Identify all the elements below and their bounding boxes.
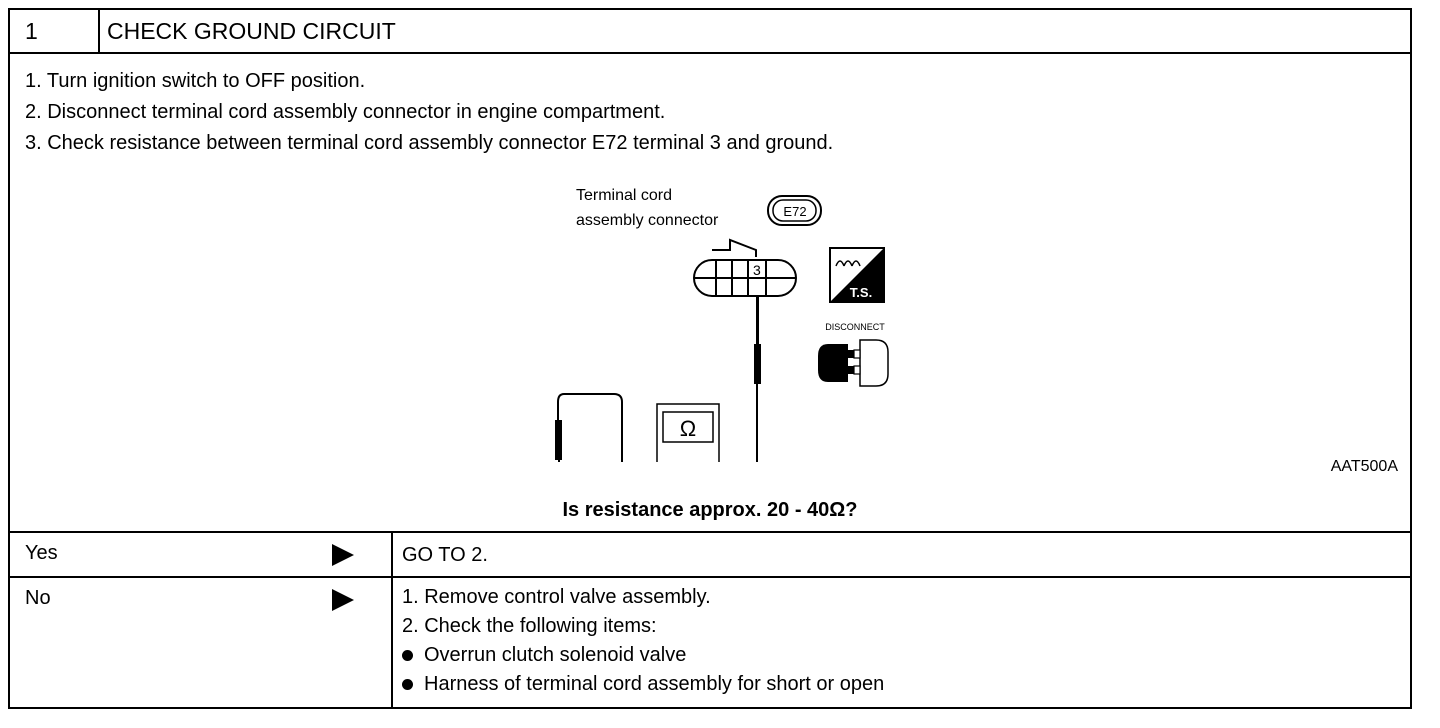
step-title: CHECK GROUND CIRCUIT: [107, 18, 396, 44]
instruction-item: 3. Check resistance between terminal cor…: [25, 132, 834, 154]
check-item: Harness of terminal cord assembly for sh…: [402, 670, 884, 699]
terminal-number: 3: [753, 262, 761, 278]
probe-right: [756, 296, 759, 346]
disconnect-label: DISCONNECT: [825, 322, 885, 332]
ts-icon: T.S.: [829, 247, 885, 303]
arrow-right-icon: [332, 544, 354, 566]
diagnostic-procedure-table: 1 CHECK GROUND CIRCUIT 1. Turn ignition …: [8, 8, 1412, 709]
step-header: 1 CHECK GROUND CIRCUIT: [10, 10, 1410, 54]
arrow-right-icon: [332, 589, 354, 611]
check-question: Is resistance approx. 20 - 40Ω?: [562, 499, 858, 521]
disconnect-icon: [818, 339, 889, 387]
instruction-item: 2. Disconnect terminal cord assembly con…: [25, 101, 666, 123]
step-number: 1: [10, 10, 100, 52]
result-actions-no: 1. Remove control valve assembly. 2. Che…: [402, 583, 884, 699]
ts-label: T.S.: [850, 285, 872, 300]
column-divider: [391, 578, 393, 709]
bullet-icon: [402, 649, 413, 661]
figure-id: AAT500A: [1330, 458, 1398, 475]
check-item: Overrun clutch solenoid valve: [402, 641, 884, 670]
result-label-yes: Yes: [25, 542, 58, 564]
probe-left: [555, 420, 562, 460]
result-row-no: No 1. Remove control valve assembly. 2. …: [10, 578, 1410, 709]
connector-diagram: Terminal cord assembly connector E72 3: [555, 187, 889, 462]
connector-label-line1: Terminal cord: [576, 187, 672, 204]
connector-code-badge: E72: [767, 195, 822, 226]
check-item-text: Harness of terminal cord assembly for sh…: [424, 673, 885, 695]
result-action-yes: GO TO 2.: [402, 544, 488, 566]
ohm-symbol: Ω: [680, 416, 696, 441]
action-step: 2. Check the following items:: [402, 615, 657, 637]
connector-icon: [693, 238, 797, 297]
result-row-yes: Yes GO TO 2.: [10, 533, 1410, 578]
check-item-list: Overrun clutch solenoid valve Harness of…: [402, 641, 884, 699]
bullet-icon: [402, 678, 413, 690]
check-item-text: Overrun clutch solenoid valve: [424, 644, 687, 666]
connector-label-line2: assembly connector: [576, 212, 719, 229]
action-step: 1. Remove control valve assembly.: [402, 586, 711, 608]
connector-code: E72: [783, 204, 806, 219]
instruction-list: 1. Turn ignition switch to OFF position.…: [25, 66, 833, 159]
instruction-item: 1. Turn ignition switch to OFF position.: [25, 70, 366, 92]
step-body: 1. Turn ignition switch to OFF position.…: [10, 54, 1410, 533]
column-divider: [391, 533, 393, 576]
result-label-no: No: [25, 587, 51, 609]
ohmmeter: Ω: [656, 403, 720, 462]
